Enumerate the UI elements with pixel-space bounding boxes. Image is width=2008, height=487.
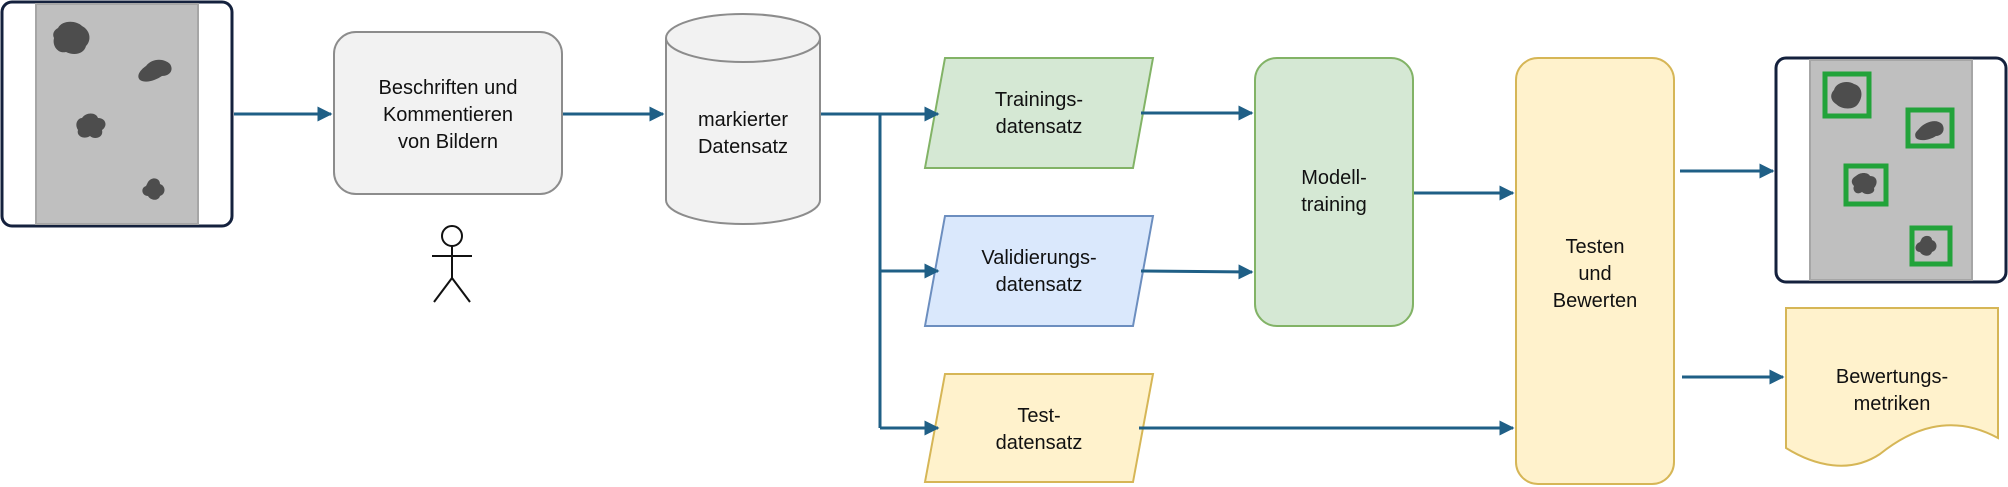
validation-set-line-1: Validierungs- — [981, 247, 1096, 269]
detection-box-icon — [1905, 107, 1955, 149]
dataset-line-1: markierter — [698, 109, 788, 131]
detection-box-icon — [1843, 163, 1889, 207]
test-evaluate-line-3: Bewerten — [1553, 290, 1638, 312]
dataset-line-2: Datensatz — [698, 136, 788, 158]
test-set-node: Test- datensatz — [923, 373, 1155, 483]
test-set-line-2: datensatz — [996, 432, 1083, 454]
annotate-line-3: von Bildern — [398, 131, 498, 153]
edge-validation-set-to-model — [1140, 264, 1254, 280]
validation-set-line-2: datensatz — [996, 274, 1083, 296]
test-evaluate-node: Testen und Bewerten — [1515, 57, 1675, 485]
training-set-line-2: datensatz — [996, 116, 1083, 138]
training-set-line-1: Trainings- — [995, 89, 1083, 111]
detection-box-icon — [1909, 225, 1953, 267]
particle-blob-icon — [1915, 235, 1937, 256]
annotate-line-2: Kommentieren — [383, 104, 513, 126]
test-set-line-1: Test- — [1017, 405, 1060, 427]
metrics-document-node: Bewertungs- metriken — [1785, 307, 1999, 467]
detection-box-icon — [1822, 71, 1872, 119]
particle-blob-icon — [76, 113, 106, 138]
stick-figure-icon — [432, 225, 472, 303]
particle-blob-icon — [1831, 82, 1862, 109]
model-training-line-1: Modell- — [1301, 167, 1367, 189]
particle-blob-icon — [1851, 173, 1877, 195]
test-evaluate-line-1: Testen — [1566, 236, 1625, 258]
test-evaluate-line-2: und — [1578, 263, 1611, 285]
model-training-line-2: training — [1301, 194, 1367, 216]
model-training-node: Modell- training — [1254, 57, 1414, 327]
training-set-node: Trainings- datensatz — [923, 57, 1155, 169]
particle-blob-icon — [1915, 121, 1944, 141]
input-image-icon — [0, 0, 234, 228]
particle-blob-icon — [138, 59, 172, 82]
metrics-line-2: metriken — [1854, 393, 1931, 415]
particle-blob-icon — [53, 21, 90, 54]
validation-set-node: Validierungs- datensatz — [923, 215, 1155, 327]
metrics-line-1: Bewertungs- — [1836, 366, 1948, 388]
labeled-dataset-node: markierter Datensatz — [665, 13, 821, 225]
particle-blob-icon — [142, 178, 165, 200]
output-image-icon — [1774, 56, 2008, 284]
annotate-line-1: Beschriften und — [379, 77, 518, 99]
annotate-images-node: Beschriften und Kommentieren von Bildern — [333, 31, 563, 195]
